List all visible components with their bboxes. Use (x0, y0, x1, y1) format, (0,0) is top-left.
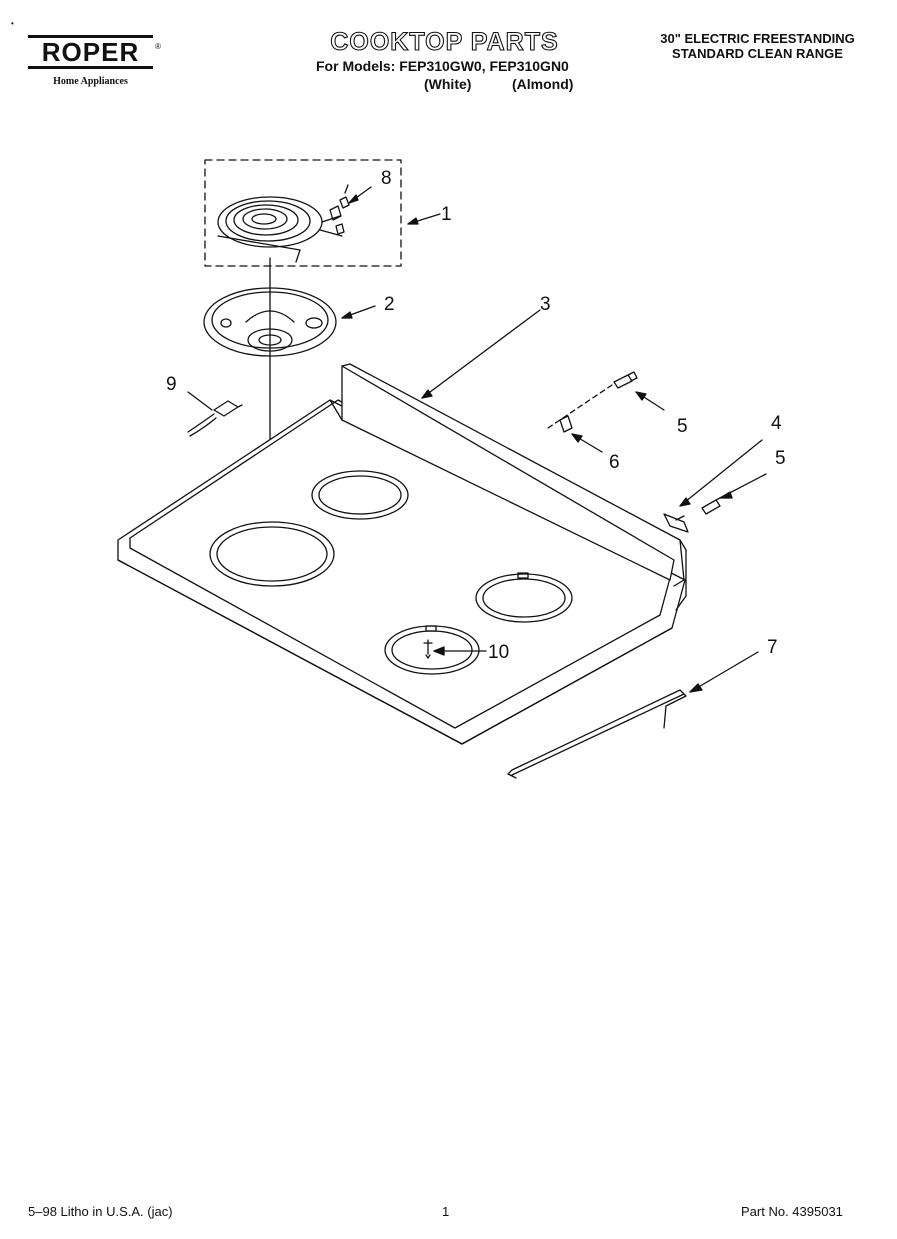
range-type-line1: 30" ELECTRIC FREESTANDING (660, 31, 855, 46)
logo-trademark: ® (155, 42, 161, 51)
callout-8: 8 (381, 168, 392, 189)
footer-litho: 5–98 Litho in U.S.A. (jac) (28, 1204, 173, 1219)
callout-1: 1 (441, 204, 452, 225)
model-color-almond: (Almond) (512, 76, 574, 92)
callout-10: 10 (488, 642, 509, 663)
callout-5-lower: 5 (775, 448, 786, 469)
model-color-white: (White) (424, 76, 472, 92)
footer-page-number: 1 (442, 1204, 450, 1219)
logo-subtitle: Home Appliances (53, 76, 128, 87)
screw-part-5-upper (547, 371, 665, 429)
model-numbers: For Models: FEP310GW0, FEP310GN0 (316, 58, 569, 74)
callout-7: 7 (767, 637, 778, 658)
logo-wordmark: ROPER (41, 37, 140, 67)
screw-part-5-lower (701, 473, 767, 515)
footer-part-number: Part No. 4395031 (741, 1204, 843, 1219)
page-title: COOKTOP PARTS (330, 27, 559, 56)
terminal-block-part-8 (339, 184, 372, 209)
callout-4: 4 (771, 413, 782, 434)
support-rod-part-7 (507, 651, 759, 779)
wire-harness-part-9 (187, 391, 243, 437)
drip-bowl-part-2 (203, 287, 337, 357)
callout-3: 3 (540, 294, 551, 315)
callout-9: 9 (166, 374, 177, 395)
cooktop-part-3 (117, 363, 687, 745)
logo-rule-box (28, 35, 153, 69)
callout-5-upper: 5 (677, 416, 688, 437)
clip-part-6 (559, 415, 603, 453)
bracket-part-4 (663, 439, 763, 533)
range-type-line2: STANDARD CLEAN RANGE (672, 46, 843, 61)
corner-mark: • (11, 19, 14, 28)
callout-6: 6 (609, 452, 620, 473)
leader-lines (341, 213, 541, 399)
callout-2: 2 (384, 294, 395, 315)
screw-part-10 (423, 639, 487, 659)
surface-element-part-1 (204, 159, 402, 561)
